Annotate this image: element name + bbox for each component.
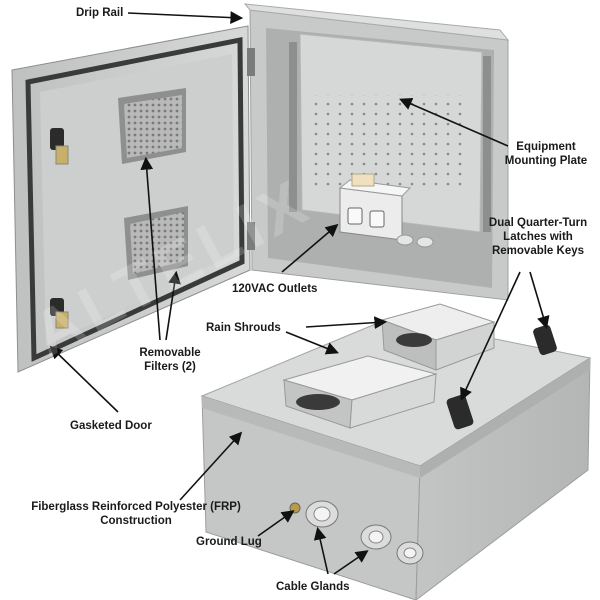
arrow-ground-lug <box>257 510 295 537</box>
callout-arrows <box>49 11 550 575</box>
rain-shroud-rear <box>380 303 496 371</box>
label-frp-line1: Fiberglass Reinforced Polyester (FRP) <box>31 501 241 513</box>
label-latches: Dual Quarter-Turn Latches with Removable… <box>478 216 598 258</box>
label-equipment-line2: Mounting Plate <box>504 155 588 167</box>
label-frp-construction: Fiberglass Reinforced Polyester (FRP) Co… <box>24 500 248 528</box>
label-ground-lug: Ground Lug <box>196 536 262 548</box>
arrow-latch-front <box>460 271 521 401</box>
label-latches-line1: Dual Quarter-Turn <box>488 217 588 229</box>
arrow-latch-rear <box>529 271 550 330</box>
lid-latch-rear <box>533 324 557 356</box>
lid-latch-front <box>446 394 474 430</box>
label-latches-line2: Latches with <box>503 231 573 243</box>
cable-gland-3 <box>396 541 424 565</box>
label-gasketed-door: Gasketed Door <box>70 420 152 432</box>
cable-gland-1 <box>305 500 339 528</box>
arrow-filter-upper <box>140 156 161 341</box>
label-equipment-line1: Equipment <box>516 141 576 153</box>
open-enclosure <box>11 3 510 373</box>
plate-holes <box>312 95 462 190</box>
closed-front <box>201 395 421 600</box>
door-latch-upper <box>50 128 64 150</box>
label-rain-shrouds: Rain Shrouds <box>206 322 281 334</box>
arrow-gland-1 <box>313 526 329 575</box>
closed-enclosure <box>200 303 592 600</box>
label-filters-line1: Removable <box>139 347 201 359</box>
label-frp-line2: Construction <box>100 515 172 527</box>
left-rail <box>289 42 297 212</box>
arrow-shroud-rear <box>305 316 388 330</box>
label-filters-line2: Filters (2) <box>144 361 196 373</box>
label-latches-line3: Removable Keys <box>491 245 585 257</box>
right-rail <box>483 56 491 232</box>
outlet-box <box>338 173 412 241</box>
label-equipment-mounting-plate: Equipment Mounting Plate <box>498 140 594 168</box>
label-drip-rail: Drip Rail <box>76 7 124 19</box>
arrow-drip-rail <box>127 11 244 24</box>
label-120vac-outlets: 120VAC Outlets <box>232 283 318 295</box>
cable-gland-2 <box>360 524 392 550</box>
arrow-frp <box>179 431 243 501</box>
rain-shroud-front <box>282 355 438 429</box>
label-cable-glands: Cable Glands <box>276 581 350 593</box>
arrow-shroud-front <box>285 331 339 355</box>
arrow-gasketed-door <box>49 345 119 413</box>
door-gasket <box>25 36 245 362</box>
arrow-gland-2 <box>333 550 369 575</box>
arrow-mounting-plate <box>399 97 509 147</box>
arrow-filter-lower <box>165 270 181 341</box>
cabinet-top <box>243 3 510 41</box>
label-removable-filters: Removable Filters (2) <box>128 346 212 374</box>
arrow-outlets <box>281 223 339 273</box>
